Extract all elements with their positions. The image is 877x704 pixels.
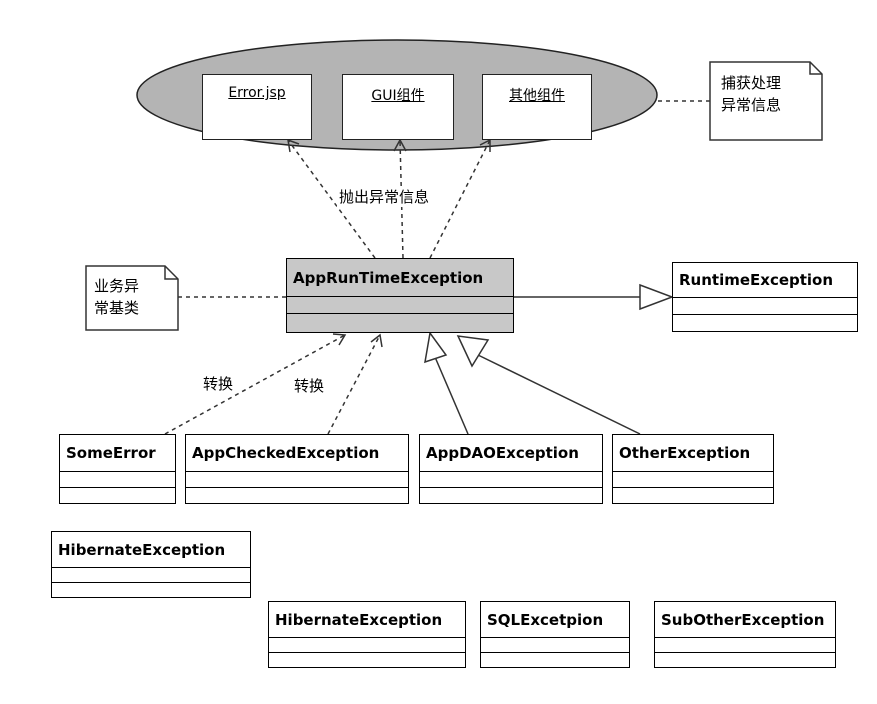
class-app-runtime-exception: AppRunTimeException bbox=[286, 258, 514, 333]
class-some-error-title: SomeError bbox=[66, 444, 156, 462]
component-gui-label: GUI组件 bbox=[371, 88, 425, 104]
generalization-runtime bbox=[514, 283, 675, 311]
note-base-line-1: 业务异 bbox=[94, 277, 140, 295]
class-some-error: SomeError bbox=[59, 434, 176, 504]
class-app-dao-exception-title: AppDAOException bbox=[426, 444, 579, 462]
class-runtime-exception: RuntimeException bbox=[672, 262, 858, 332]
class-runtime-exception-title: RuntimeException bbox=[679, 271, 834, 289]
convert-arrows bbox=[164, 333, 383, 435]
component-error-jsp-label: Error.jsp bbox=[228, 85, 286, 101]
generalization-children bbox=[424, 331, 641, 435]
convert-label-2: 转换 bbox=[294, 377, 325, 395]
component-other-label: 其他组件 bbox=[509, 88, 565, 104]
note-base-line-2: 常基类 bbox=[94, 299, 140, 317]
class-hibernate-exception-bottom-title: HibernateException bbox=[275, 610, 443, 629]
class-sql-exception: SQLExcetpion bbox=[480, 601, 630, 668]
class-sub-other-exception-title: SubOtherException bbox=[661, 610, 825, 629]
convert-label-1: 转换 bbox=[203, 375, 234, 393]
note-shapes bbox=[85, 61, 823, 331]
class-hibernate-exception-left: HibernateException bbox=[51, 531, 251, 598]
class-app-checked-exception: AppCheckedException bbox=[185, 434, 409, 504]
class-app-runtime-exception-title: AppRunTimeException bbox=[293, 268, 484, 287]
note-catch: 捕获处理 异常信息 bbox=[721, 72, 781, 116]
component-error-jsp: Error.jsp bbox=[202, 74, 312, 140]
class-hibernate-exception-bottom: HibernateException bbox=[268, 601, 466, 668]
note-catch-line-2: 异常信息 bbox=[721, 96, 782, 114]
class-other-exception-title: OtherException bbox=[619, 444, 751, 462]
class-app-dao-exception: AppDAOException bbox=[419, 434, 603, 504]
component-other: 其他组件 bbox=[482, 74, 592, 140]
class-app-checked-exception-title: AppCheckedException bbox=[192, 444, 380, 462]
class-sql-exception-title: SQLExcetpion bbox=[487, 610, 604, 629]
class-hibernate-exception-left-title: HibernateException bbox=[58, 540, 226, 559]
class-other-exception: OtherException bbox=[612, 434, 774, 504]
note-base: 业务异 常基类 bbox=[94, 275, 139, 319]
throw-label: 抛出异常信息 bbox=[337, 186, 432, 207]
note-catch-line-1: 捕获处理 bbox=[721, 74, 782, 92]
class-sub-other-exception: SubOtherException bbox=[654, 601, 836, 668]
component-gui: GUI组件 bbox=[342, 74, 454, 140]
